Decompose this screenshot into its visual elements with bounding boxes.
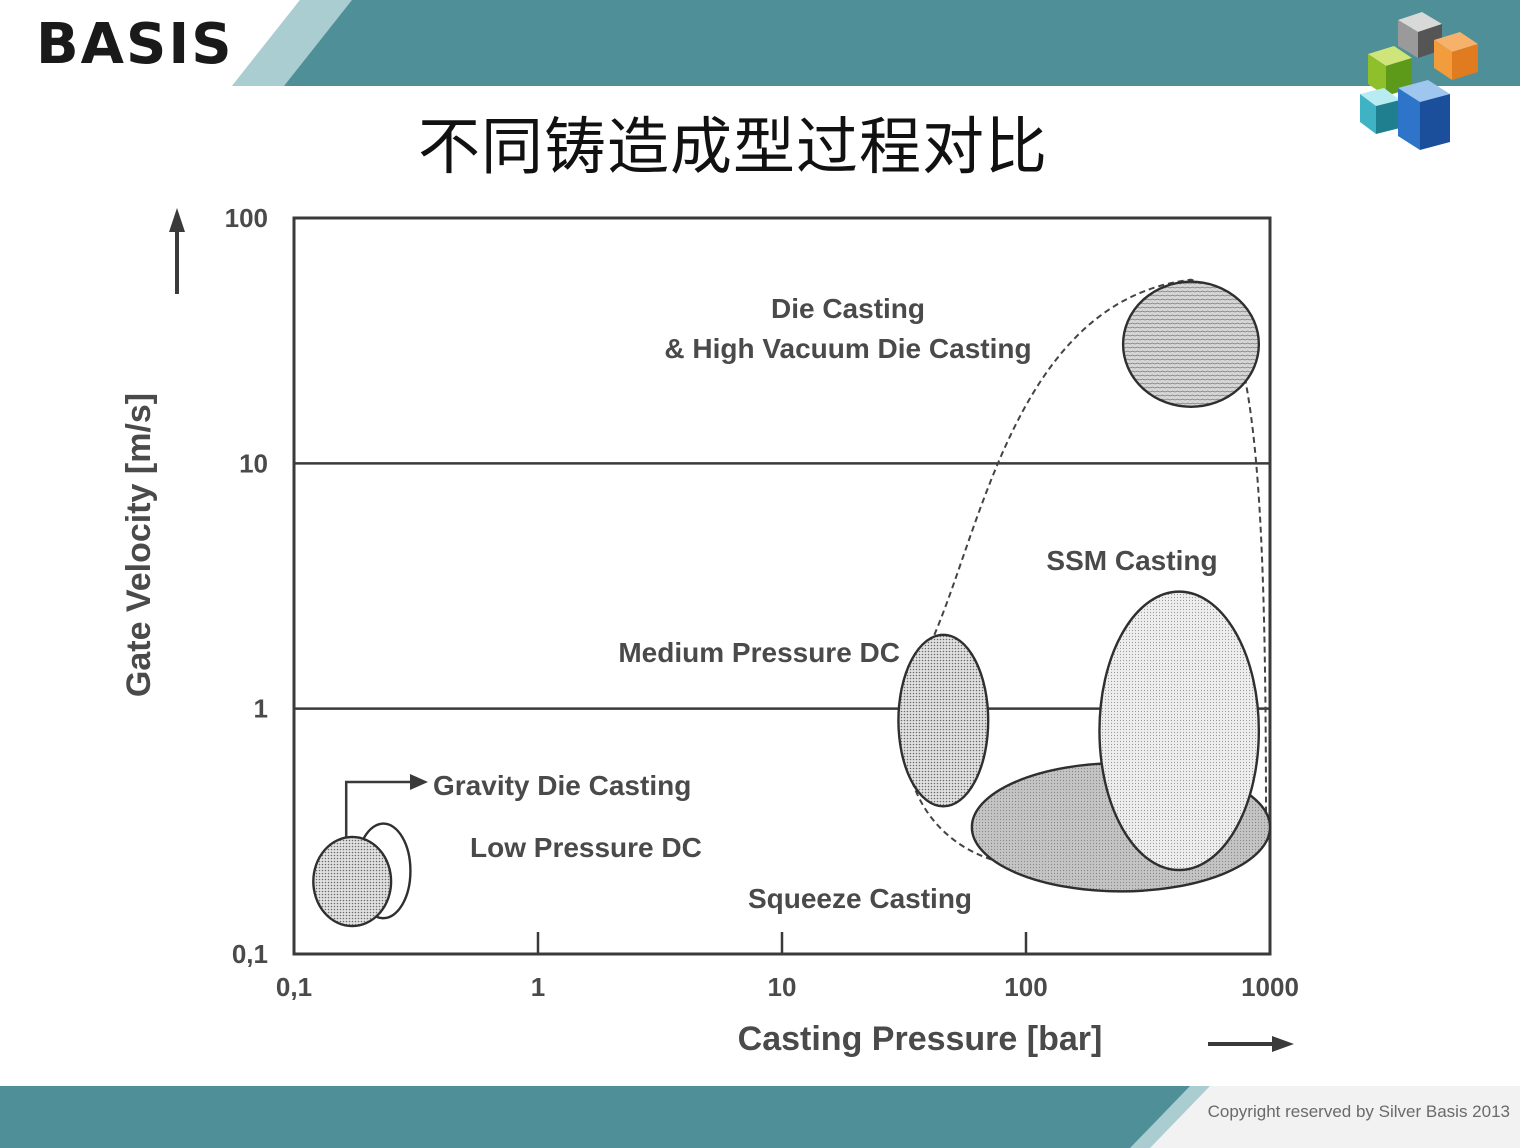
region-label: Medium Pressure DC [618, 637, 900, 668]
x-tick-label: 1 [531, 972, 545, 1002]
cube-logo-icon [1360, 12, 1478, 150]
x-axis-label: Casting Pressure [bar] [738, 1020, 1103, 1058]
region-label: Squeeze Casting [748, 883, 972, 914]
y-axis-arrow-icon [169, 208, 185, 232]
region-label: SSM Casting [1046, 545, 1217, 576]
gravity-pointer-line [344, 780, 412, 837]
region-gravity-die-casting [312, 835, 393, 928]
region-label: Gravity Die Casting [433, 770, 691, 801]
copyright-text: Copyright reserved by Silver Basis 2013 [1207, 1102, 1510, 1121]
region-label: Low Pressure DC [470, 832, 702, 863]
x-tick-label: 10 [768, 972, 797, 1002]
page-title: 不同铸造成型过程对比 [418, 110, 1049, 183]
y-tick-label: 0,1 [232, 939, 268, 969]
region-medium-pressure-dc [897, 633, 990, 808]
footer-panel [1150, 1086, 1520, 1148]
x-axis-arrow-icon [1272, 1036, 1294, 1052]
gravity-pointer-arrow-icon [410, 774, 428, 790]
process-envelope [903, 278, 1268, 882]
region-label: & High Vacuum Die Casting [664, 333, 1031, 364]
y-axis-label: Gate Velocity [m/s] [120, 393, 158, 697]
y-tick-label: 10 [239, 448, 268, 478]
region-ssm-casting [1098, 590, 1261, 872]
x-tick-label: 1000 [1241, 972, 1299, 1002]
region-label: Die Casting [771, 293, 925, 324]
y-tick-label: 1 [254, 694, 268, 724]
y-tick-label: 100 [225, 203, 268, 233]
region-die-casting-high-vacuum-die-casting [1121, 280, 1261, 408]
x-tick-label: 0,1 [276, 972, 312, 1002]
x-tick-label: 100 [1004, 972, 1047, 1002]
brand-logo: BASIS [36, 12, 234, 77]
